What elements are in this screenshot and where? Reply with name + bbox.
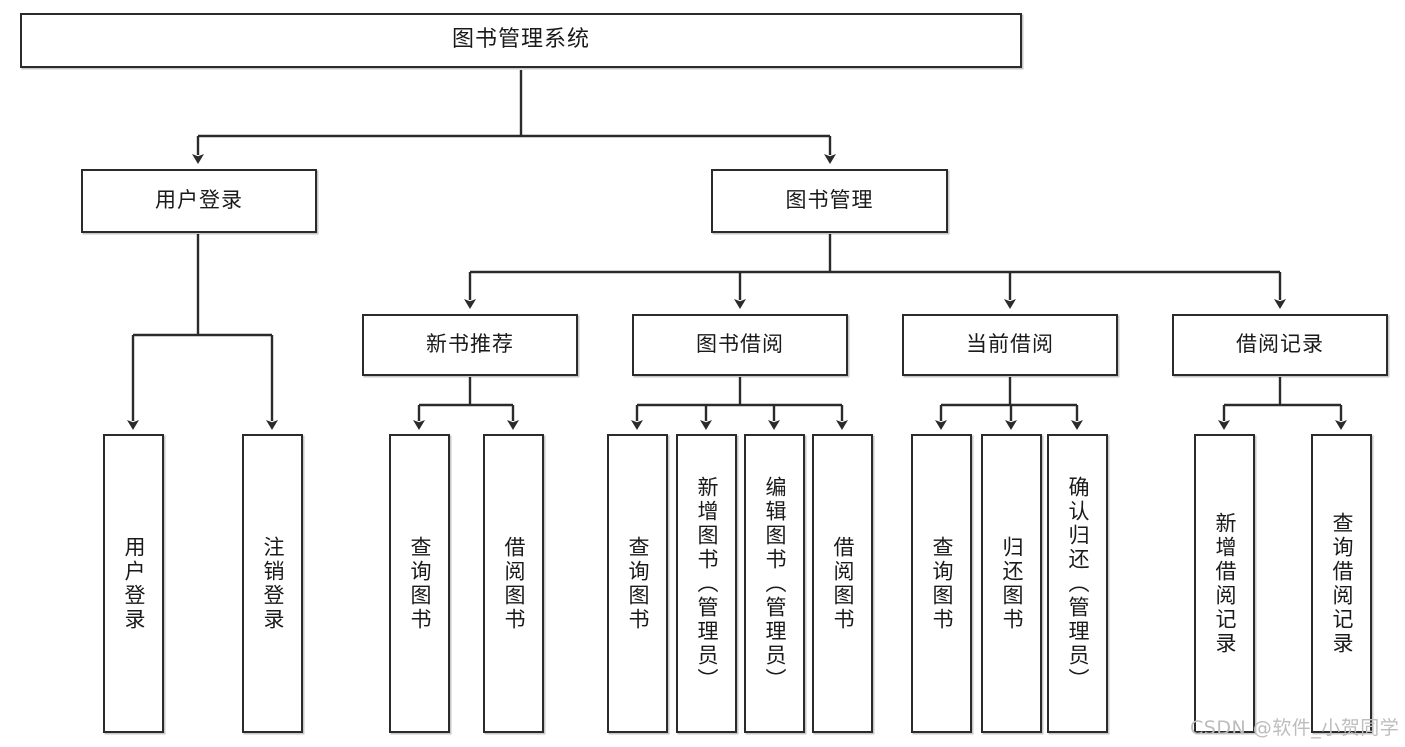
node-label: 确认归还（管理员）	[1066, 475, 1090, 692]
leaf-cb-query-book[interactable]: 查询图书	[911, 434, 972, 733]
leaf-logout[interactable]: 注销登录	[242, 434, 303, 733]
node-label: 新增借阅记录	[1213, 511, 1237, 656]
node-label: 新书推荐	[426, 332, 514, 357]
node-book-borrow[interactable]: 图书借阅	[632, 314, 848, 376]
node-label: 用户登录	[122, 535, 146, 632]
node-label: 图书管理系统	[451, 27, 590, 53]
node-label: 注销登录	[261, 535, 285, 632]
node-label: 查询图书	[626, 535, 650, 632]
csdn-watermark: CSDN @软件_小贺同学	[1190, 717, 1400, 739]
leaf-cb-return-book[interactable]: 归还图书	[981, 434, 1042, 733]
node-label: 借阅记录	[1236, 332, 1324, 357]
leaf-bb-edit-book-admin[interactable]: 编辑图书（管理员）	[744, 434, 805, 733]
leaf-nb-borrow-book[interactable]: 借阅图书	[483, 434, 544, 733]
node-borrow-record[interactable]: 借阅记录	[1172, 314, 1388, 376]
leaf-bb-borrow-book[interactable]: 借阅图书	[812, 434, 873, 733]
node-label: 借阅图书	[502, 535, 526, 632]
node-label: 查询借阅记录	[1330, 511, 1354, 656]
leaf-nb-query-book[interactable]: 查询图书	[389, 434, 450, 733]
leaf-br-query-record[interactable]: 查询借阅记录	[1311, 434, 1372, 733]
node-label: 当前借阅	[966, 332, 1054, 357]
node-label: 用户登录	[155, 188, 243, 213]
node-book-management[interactable]: 图书管理	[711, 169, 948, 233]
node-user-login[interactable]: 用户登录	[81, 169, 317, 233]
node-label: 图书借阅	[696, 332, 784, 357]
node-current-borrow[interactable]: 当前借阅	[902, 314, 1118, 376]
node-label: 新增图书（管理员）	[695, 475, 719, 692]
node-root-system[interactable]: 图书管理系统	[20, 13, 1022, 68]
leaf-bb-query-book[interactable]: 查询图书	[607, 434, 668, 733]
leaf-cb-confirm-return-admin[interactable]: 确认归还（管理员）	[1047, 434, 1108, 733]
leaf-br-add-record[interactable]: 新增借阅记录	[1194, 434, 1255, 733]
leaf-bb-add-book-admin[interactable]: 新增图书（管理员）	[676, 434, 737, 733]
node-label: 查询图书	[930, 535, 954, 632]
node-label: 图书管理	[785, 188, 874, 213]
node-label: 借阅图书	[831, 535, 855, 632]
node-new-book-recommend[interactable]: 新书推荐	[362, 314, 578, 376]
node-label: 归还图书	[1000, 535, 1024, 632]
node-label: 查询图书	[408, 535, 432, 632]
leaf-user-login[interactable]: 用户登录	[103, 434, 164, 733]
node-label: 编辑图书（管理员）	[763, 475, 787, 692]
